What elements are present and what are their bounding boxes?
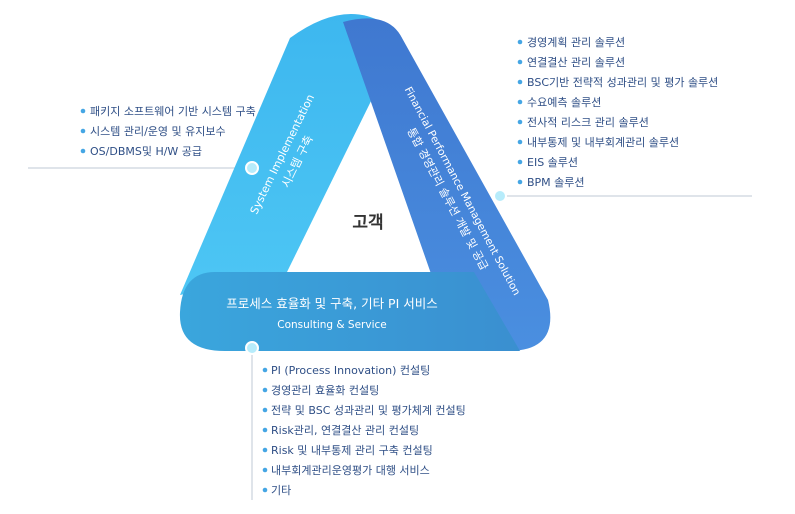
left-bullet-item: 패키지 소프트웨어 기반 시스템 구축	[90, 105, 256, 118]
left-arm-bar	[180, 14, 402, 295]
center-label: 고객	[352, 213, 383, 233]
right-bullet-item: 경영계획 관리 솔루션	[527, 36, 625, 49]
bottom-arm-title: 프로세스 효율화 및 구축, 기타 PI 서비스	[226, 296, 438, 311]
bottom-bullet-item: 내부회계관리운영평가 대행 서비스	[271, 464, 430, 477]
left-junction-dot	[245, 161, 259, 175]
right-bullet-item: BPM 솔루션	[527, 176, 585, 189]
right-bullet-item: 전사적 리스크 관리 솔루션	[527, 116, 649, 129]
right-bullet-item: 연결결산 관리 솔루션	[527, 56, 625, 69]
right-bullet-list: 경영계획 관리 솔루션 연결결산 관리 솔루션 BSC기반 전략적 성과관리 및…	[517, 36, 718, 189]
left-bullet-item: OS/DBMS및 H/W 공급	[90, 145, 202, 158]
bottom-bullet-item: 전략 및 BSC 성과관리 및 평가체계 컨설팅	[271, 404, 466, 417]
right-arm-bar	[343, 18, 551, 352]
bottom-arm-subtitle: Consulting & Service	[277, 319, 386, 331]
right-bullet-item: 수요예측 솔루션	[527, 96, 601, 109]
bottom-junction-dot	[245, 341, 259, 355]
bottom-bullet-item: Risk관리, 연결결산 관리 컨설팅	[271, 424, 419, 437]
right-bullet-item: EIS 솔루션	[527, 156, 578, 169]
bottom-bullet-list: PI (Process Innovation) 컨설팅 경영관리 효율화 컨설팅…	[262, 364, 466, 497]
left-bullet-item: 시스템 관리/운영 및 유지보수	[90, 125, 226, 138]
bottom-arm-bar	[179, 272, 520, 351]
right-bullet-item: BSC기반 전략적 성과관리 및 평가 솔루션	[527, 76, 718, 89]
right-junction-dot	[493, 189, 507, 203]
bottom-bullet-item: PI (Process Innovation) 컨설팅	[271, 364, 430, 377]
bottom-bullet-item: Risk 및 내부통제 관리 구축 컨설팅	[271, 444, 433, 457]
bottom-bullet-item: 경영관리 효율화 컨설팅	[271, 384, 379, 397]
bottom-bullet-item: 기타	[271, 484, 291, 497]
right-bullet-item: 내부통제 및 내부회계관리 솔루션	[527, 136, 679, 149]
left-bullet-list: 패키지 소프트웨어 기반 시스템 구축 시스템 관리/운영 및 유지보수 OS/…	[80, 105, 256, 158]
